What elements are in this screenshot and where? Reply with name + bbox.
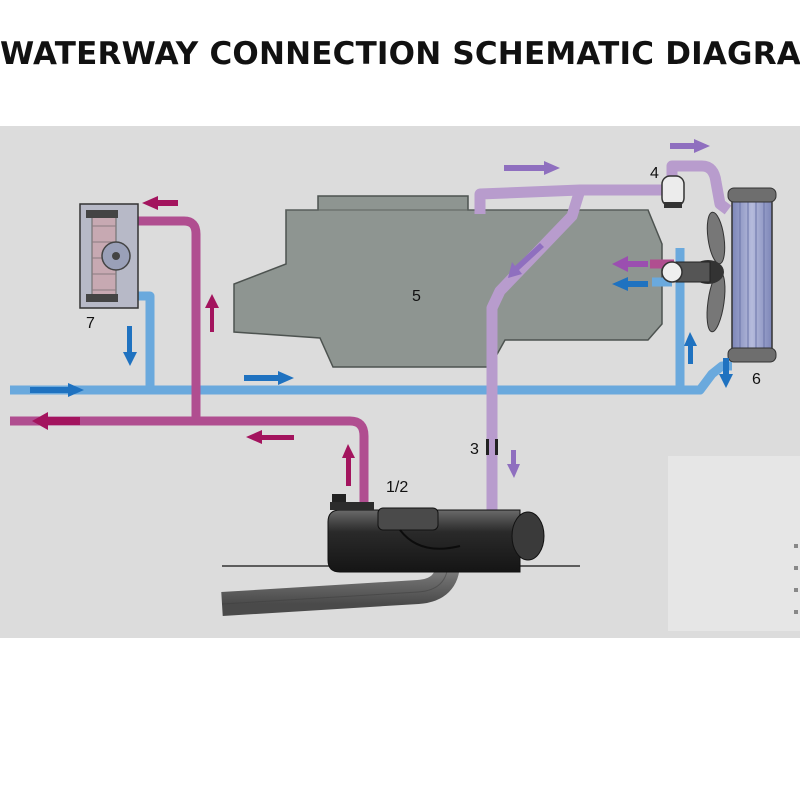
page-title: WATERWAY CONNECTION SCHEMATIC DIAGRAM — [0, 36, 800, 72]
water-heater-unit — [327, 494, 545, 573]
thermostat — [661, 175, 685, 208]
lower-right-panel — [668, 456, 800, 631]
arrow-cold-up-right — [684, 332, 697, 364]
arrow-hot-left-mid — [246, 430, 294, 444]
label-heater: 1/2 — [386, 479, 408, 496]
arrow-cold-right-mid — [244, 371, 294, 385]
arrow-hot-left-bottom — [32, 412, 80, 430]
schematic-svg: 5 1/2 3 4 6 7 — [0, 126, 800, 638]
arrow-hot-left-top — [142, 196, 178, 210]
label-radiator: 6 — [752, 371, 761, 388]
arrow-cold-down-exchanger — [123, 326, 137, 366]
radiator — [727, 187, 777, 363]
arrow-mixed-diagonal — [508, 243, 544, 278]
arrow-cold-right-left — [30, 383, 84, 397]
edge-marks — [794, 544, 798, 614]
diagram-canvas: 5 1/2 3 4 6 7 — [0, 126, 800, 638]
arrow-hot-up-right — [205, 294, 219, 332]
flow-arrows — [30, 139, 733, 486]
arrow-mixed-right-top — [504, 161, 560, 175]
cabin-heat-exchanger — [79, 203, 139, 309]
label-thermostat: 4 — [650, 165, 659, 182]
label-cabin-heater: 7 — [86, 315, 95, 332]
arrow-hot-up-heater — [342, 444, 355, 486]
arrow-cold-left-pump — [612, 277, 648, 291]
engine-fan — [661, 211, 726, 333]
label-engine: 5 — [412, 288, 421, 305]
arrow-cold-down-radiator — [719, 358, 733, 388]
arrow-hot-left-pump — [612, 256, 648, 272]
circulation-pump-symbol — [486, 439, 498, 455]
arrow-mixed-right-thermostat — [670, 139, 710, 153]
label-pump: 3 — [470, 441, 479, 458]
arrow-mixed-down-pump — [507, 450, 520, 478]
